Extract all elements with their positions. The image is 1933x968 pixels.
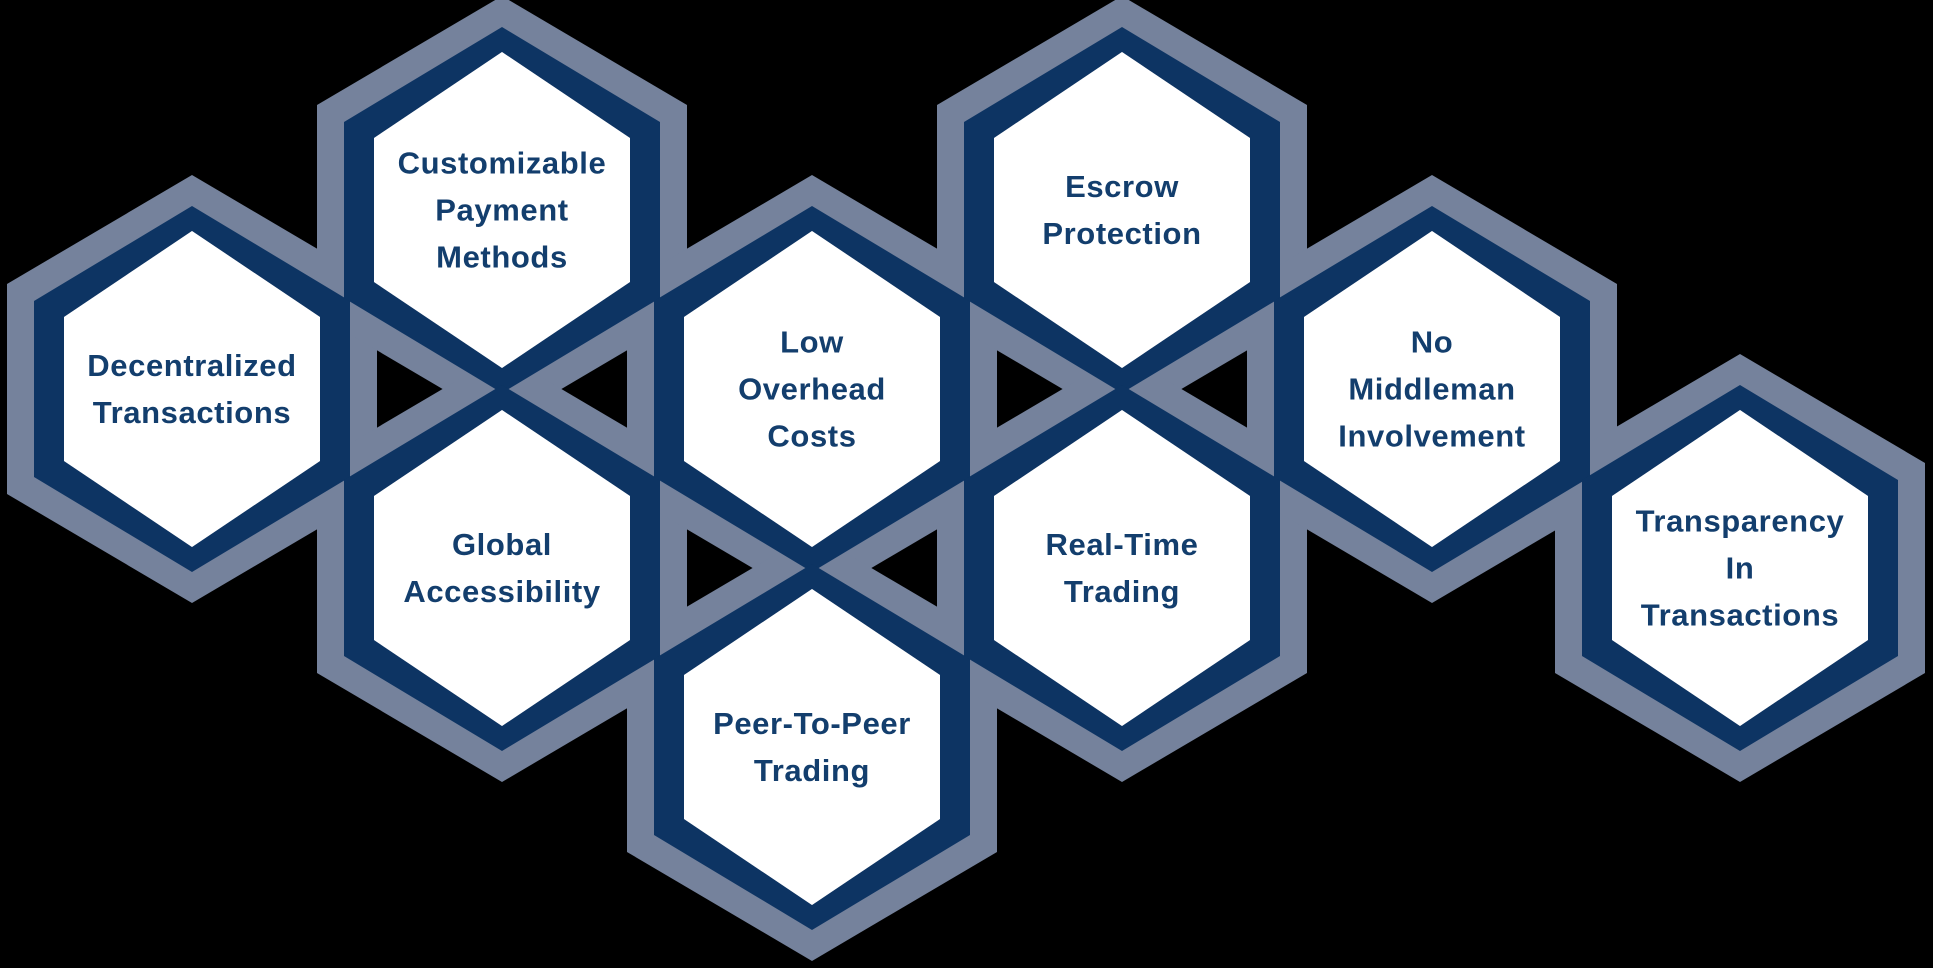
- hexagon-fill-transparency-in-transactions: [1612, 410, 1868, 726]
- hexagon-label-peer-to-peer-trading-line-1: Peer-To-Peer: [713, 706, 911, 741]
- hexagon-label-peer-to-peer-trading-line-2: Trading: [754, 753, 870, 788]
- hexagon-label-real-time-trading-line-1: Real-Time: [1046, 527, 1199, 562]
- hexagon-label-no-middleman-involvement-line-3: Involvement: [1338, 419, 1525, 454]
- hexagon-label-decentralized-transactions-line-1: Decentralized: [87, 348, 296, 383]
- hexagon-label-decentralized-transactions-line-2: Transactions: [93, 395, 291, 430]
- hexagon-label-customizable-payment-methods-line-2: Payment: [435, 193, 568, 228]
- hexagon-label-low-overhead-costs-line-3: Costs: [767, 419, 856, 454]
- hexagon-label-global-accessibility-line-2: Accessibility: [403, 574, 601, 609]
- hexagon-fill-peer-to-peer-trading: [684, 589, 940, 905]
- hexagon-label-no-middleman-involvement-line-1: No: [1411, 325, 1454, 360]
- hexagon-label-low-overhead-costs-line-1: Low: [780, 325, 844, 360]
- hexagon-fill-escrow-protection: [994, 52, 1250, 368]
- hexagon-label-transparency-in-transactions-line-3: Transactions: [1641, 598, 1839, 633]
- hexagon-label-escrow-protection-line-2: Protection: [1042, 216, 1201, 251]
- hexagon-label-customizable-payment-methods-line-3: Methods: [436, 240, 568, 275]
- hexagon-label-global-accessibility-line-1: Global: [452, 527, 552, 562]
- hexagon-label-escrow-protection-line-1: Escrow: [1065, 169, 1179, 204]
- hexagon-label-real-time-trading-line-2: Trading: [1064, 574, 1180, 609]
- hexagon-fill-decentralized-transactions: [64, 231, 320, 547]
- hexagon-label-transparency-in-transactions-line-2: In: [1726, 551, 1755, 586]
- hexagon-fill-real-time-trading: [994, 410, 1250, 726]
- hexagon-label-no-middleman-involvement-line-2: Middleman: [1348, 372, 1515, 407]
- hexagon-label-transparency-in-transactions-line-1: Transparency: [1636, 504, 1845, 539]
- hexagon-fill-no-middleman-involvement: [1304, 231, 1560, 547]
- hexagon-fill-customizable-payment-methods: [374, 52, 630, 368]
- hexagon-label-customizable-payment-methods-line-1: Customizable: [398, 146, 607, 181]
- hexagon-fill-global-accessibility: [374, 410, 630, 726]
- hexagon-label-low-overhead-costs-line-2: Overhead: [738, 372, 886, 407]
- hexagon-fill-low-overhead-costs: [684, 231, 940, 547]
